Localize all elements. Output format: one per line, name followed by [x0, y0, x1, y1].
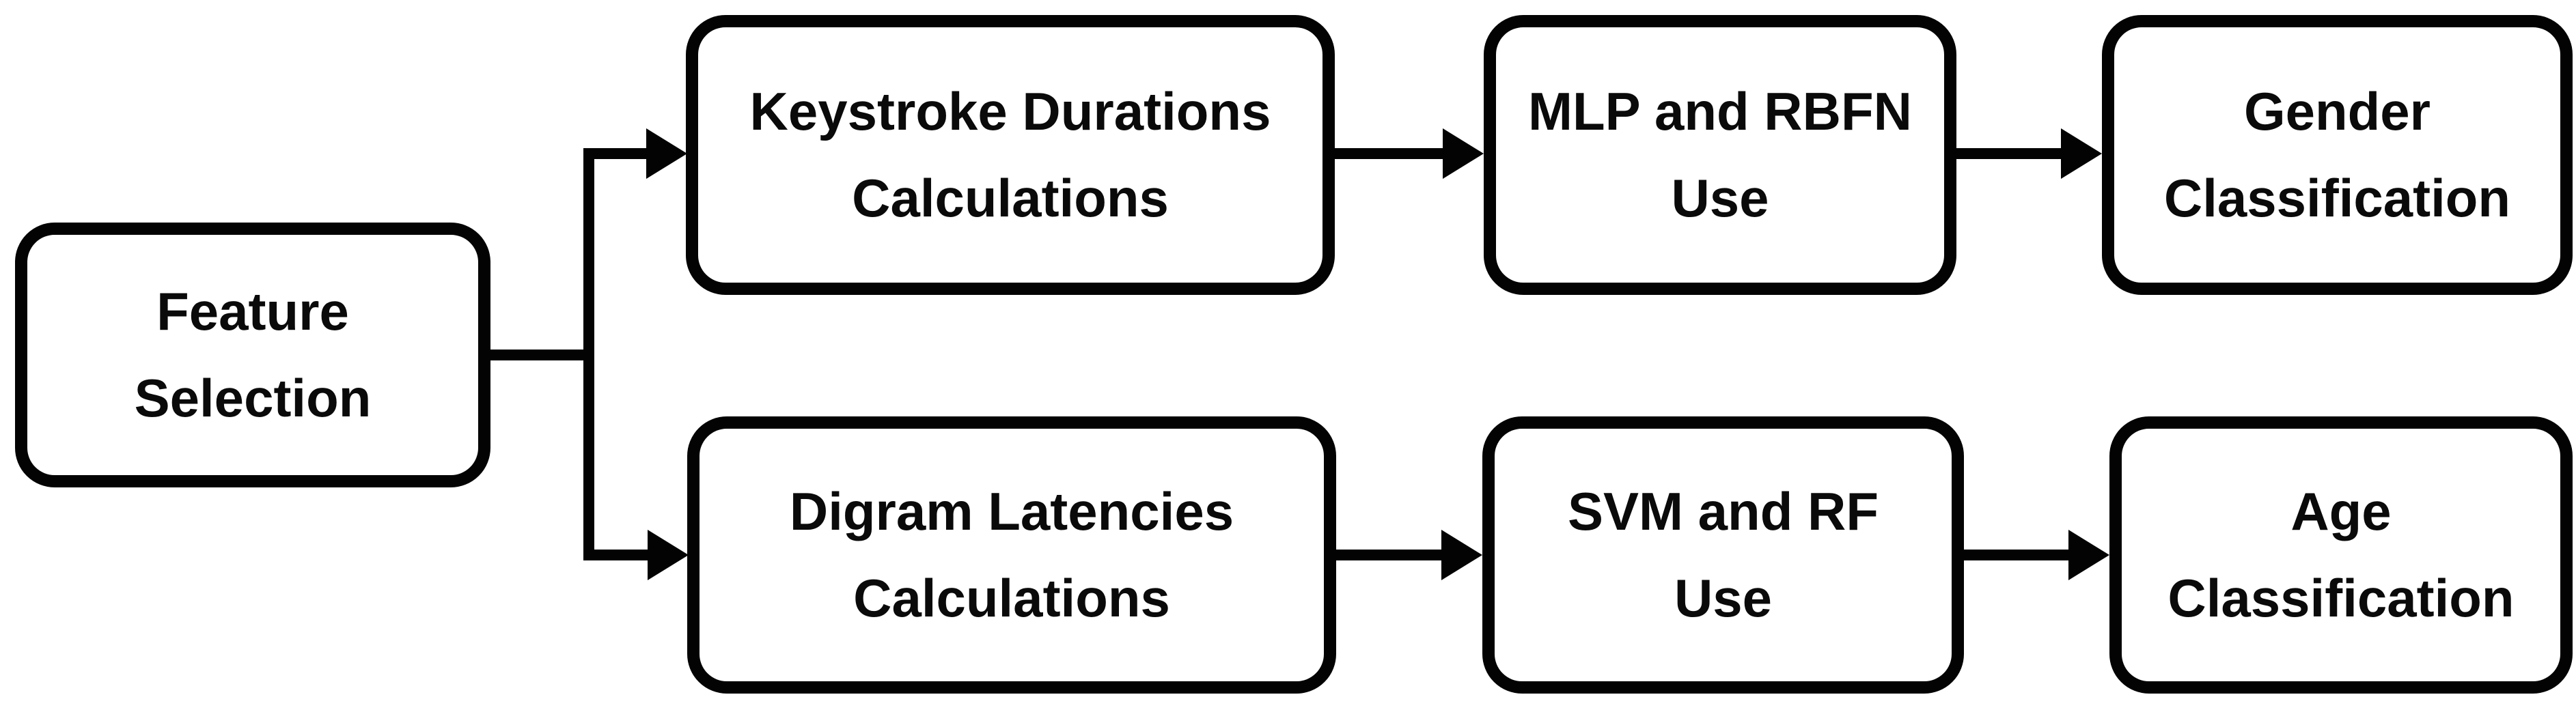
arrowhead-into-mlp-icon	[1443, 128, 1484, 179]
connector-mlp-to-gender	[1952, 148, 2064, 159]
node-mlp-rbfn-use: MLP and RBFN Use	[1484, 15, 1956, 295]
node-keystroke-line2: Calculations	[852, 168, 1169, 228]
connector-feature-to-trunk	[488, 350, 594, 360]
arrowhead-into-age-icon	[2068, 530, 2109, 580]
node-svm-line2: Use	[1674, 568, 1773, 628]
node-digram-latencies-calculations: Digram Latencies Calculations	[687, 416, 1336, 694]
arrowhead-into-digram-icon	[648, 530, 689, 580]
node-age-line2: Classification	[2168, 568, 2515, 628]
connector-digram-to-svm	[1332, 550, 1445, 560]
arrowhead-into-gender-icon	[2061, 128, 2102, 179]
node-digram-line1: Digram Latencies	[789, 481, 1234, 541]
connector-branch-trunk	[583, 148, 594, 560]
node-feature-selection: Feature Selection	[15, 223, 490, 487]
connector-keystroke-to-mlp	[1331, 148, 1447, 159]
node-gender-classification: Gender Classification	[2102, 15, 2573, 295]
arrowhead-into-svm-icon	[1441, 530, 1482, 580]
node-age-line1: Age	[2290, 481, 2392, 541]
node-keystroke-durations-calculations: Keystroke Durations Calculations	[686, 15, 1335, 295]
node-keystroke-line1: Keystroke Durations	[749, 81, 1271, 141]
node-feature-selection-line1: Feature	[156, 281, 349, 341]
connector-svm-to-age	[1960, 550, 2072, 560]
node-digram-line2: Calculations	[853, 568, 1170, 628]
node-svm-rf-use: SVM and RF Use	[1482, 416, 1964, 694]
node-mlp-line2: Use	[1671, 168, 1769, 228]
node-gender-line2: Classification	[2163, 168, 2511, 228]
node-gender-line1: Gender	[2243, 81, 2431, 141]
node-age-classification: Age Classification	[2109, 416, 2573, 694]
arrowhead-into-keystroke-icon	[646, 128, 687, 179]
node-feature-selection-line2: Selection	[134, 368, 372, 428]
node-mlp-line1: MLP and RBFN	[1528, 81, 1912, 141]
connector-trunk-to-keystroke	[583, 148, 649, 159]
connector-trunk-to-digram	[583, 550, 650, 560]
node-svm-line1: SVM and RF	[1567, 481, 1879, 541]
